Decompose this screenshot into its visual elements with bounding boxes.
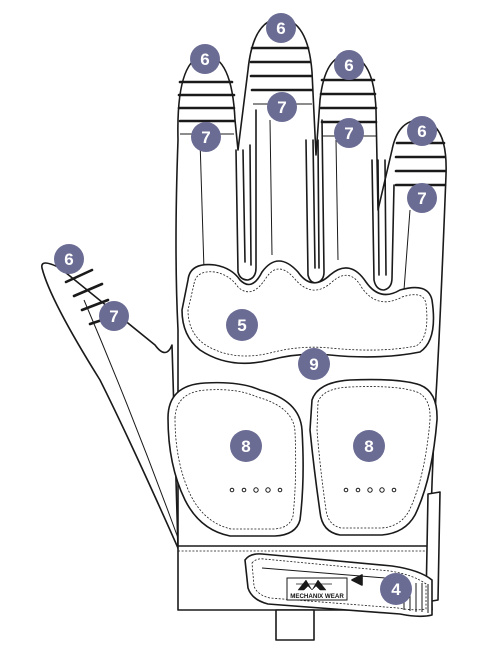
callout-grip-index: 7 (191, 122, 221, 152)
callout-palm-pad-left: 8 (230, 430, 262, 462)
vent-holes-right (343, 487, 397, 493)
callout-palm-pad-right: 8 (353, 430, 385, 462)
svg-text:7: 7 (277, 98, 286, 117)
callout-grip-middle: 7 (267, 92, 297, 122)
svg-text:7: 7 (201, 128, 210, 147)
palm-pad-left-shape (167, 381, 304, 537)
callout-grip-thumb: 7 (99, 301, 129, 331)
svg-text:6: 6 (344, 56, 353, 75)
callout-tip-thumb: 6 (54, 244, 84, 274)
fingertip-grips (64, 46, 447, 326)
svg-text:7: 7 (109, 307, 118, 326)
callout-tip-ring: 6 (334, 50, 364, 80)
svg-text:7: 7 (344, 124, 353, 143)
callout-badges: 6 7 6 7 6 7 6 7 (54, 13, 437, 605)
callout-tip-index: 6 (190, 44, 220, 74)
svg-text:9: 9 (309, 355, 318, 374)
svg-text:4: 4 (391, 580, 401, 599)
callout-palm: 9 (298, 348, 330, 380)
svg-text:6: 6 (64, 250, 73, 269)
svg-text:5: 5 (237, 316, 246, 335)
callout-knuckle-pad: 5 (226, 309, 258, 341)
svg-text:8: 8 (241, 437, 250, 456)
brand-logo: MECHANIX WEAR (286, 577, 348, 601)
logo-text: MECHANIX WEAR (290, 593, 344, 600)
svg-text:7: 7 (417, 189, 426, 208)
callout-tip-pinky: 6 (407, 116, 437, 146)
callout-grip-pinky: 7 (407, 183, 437, 213)
svg-text:8: 8 (364, 437, 373, 456)
callout-grip-ring: 7 (334, 118, 364, 148)
callout-tip-middle: 6 (266, 13, 296, 43)
vent-holes-left (229, 487, 283, 493)
callout-wrist-closure: 4 (380, 573, 412, 605)
svg-text:6: 6 (200, 50, 209, 69)
svg-text:6: 6 (417, 122, 426, 141)
svg-text:6: 6 (276, 19, 285, 38)
